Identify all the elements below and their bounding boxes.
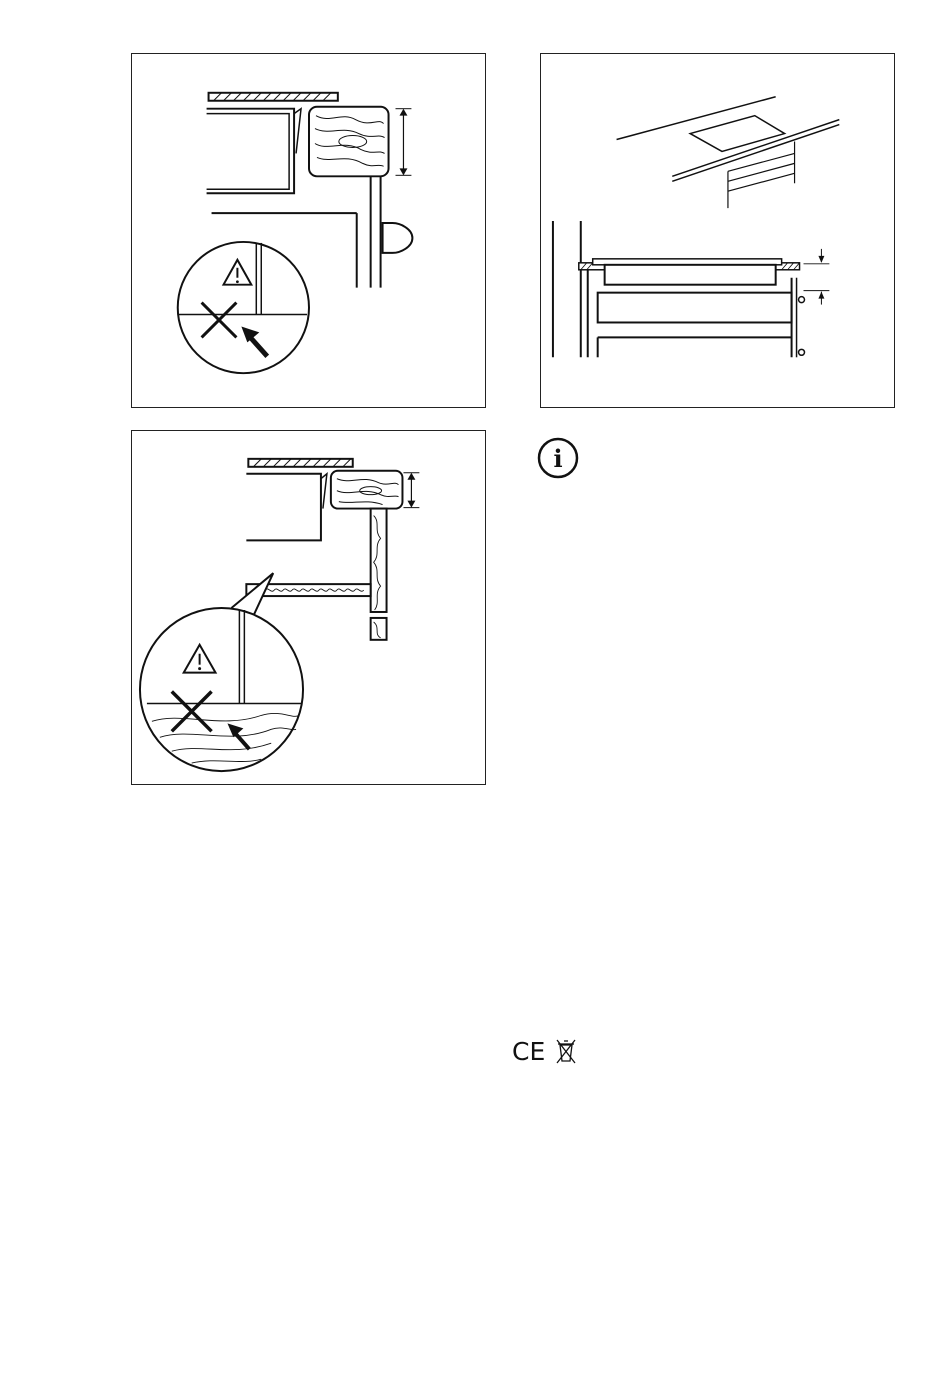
ce-mark-icon: CE [512,1037,545,1066]
installation-figure-2 [540,53,895,408]
hob-cutout-diagram [541,54,894,407]
weee-bin-icon [557,1040,575,1063]
installation-figure-1 [131,53,486,408]
info-icon: i [536,436,580,480]
installation-figure-3 [131,430,486,785]
dimension-arrow-icon [804,249,830,305]
info-glyph: i [553,444,562,473]
worktop-section-diagram [132,54,485,407]
shelf-section-diagram [132,431,485,784]
compliance-marks: CE [512,1036,578,1066]
